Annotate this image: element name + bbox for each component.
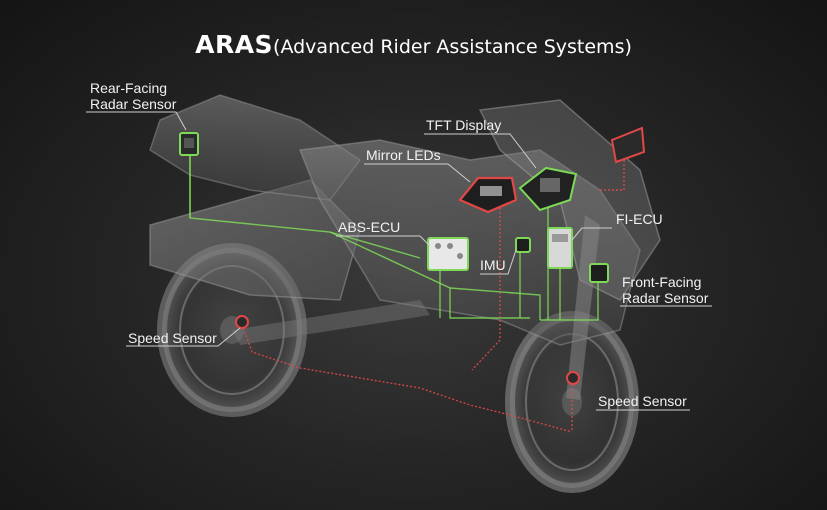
red-wiring	[241, 160, 625, 433]
label-abs-ecu: ABS-ECU	[338, 219, 401, 235]
label-leaders	[86, 111, 712, 411]
label-rear-radar-line2: Radar Sensor	[90, 96, 177, 112]
label-mirror-leds: Mirror LEDs	[366, 147, 441, 163]
front-radar-sensor	[589, 263, 609, 283]
front-fork	[566, 215, 600, 400]
rear-radar-sensor	[179, 132, 199, 156]
label-front-radar-line1: Front-Facing	[622, 274, 702, 290]
diagram-title: ARAS(Advanced Rider Assistance Systems)	[0, 30, 827, 59]
label-speed-sensor-rear: Speed Sensor	[128, 330, 217, 346]
label-speed-sensor-front: Speed Sensor	[598, 393, 687, 409]
fi-ecu	[547, 227, 573, 269]
imu	[515, 237, 531, 253]
label-rear-radar-line1: Rear-Facing	[90, 80, 168, 96]
label-fi-ecu: FI-ECU	[616, 211, 663, 227]
label-rear-facing-radar: Rear-Facing Radar Sensor	[90, 80, 176, 112]
green-wiring	[189, 150, 599, 321]
label-front-facing-radar: Front-Facing Radar Sensor	[622, 274, 708, 306]
mirror	[610, 126, 646, 164]
speed-sensor-rear-marker	[235, 315, 249, 329]
label-tft-display: TFT Display	[426, 117, 502, 133]
speed-sensor-front-marker	[566, 371, 580, 385]
tft-display	[518, 166, 578, 212]
swingarm	[232, 300, 430, 345]
label-imu: IMU	[480, 257, 506, 273]
abs-ecu	[427, 237, 469, 271]
label-front-radar-line2: Radar Sensor	[622, 290, 709, 306]
title-main: ARAS	[195, 30, 274, 59]
title-subtitle: (Advanced Rider Assistance Systems)	[273, 36, 632, 58]
mirror-leds	[458, 176, 518, 214]
